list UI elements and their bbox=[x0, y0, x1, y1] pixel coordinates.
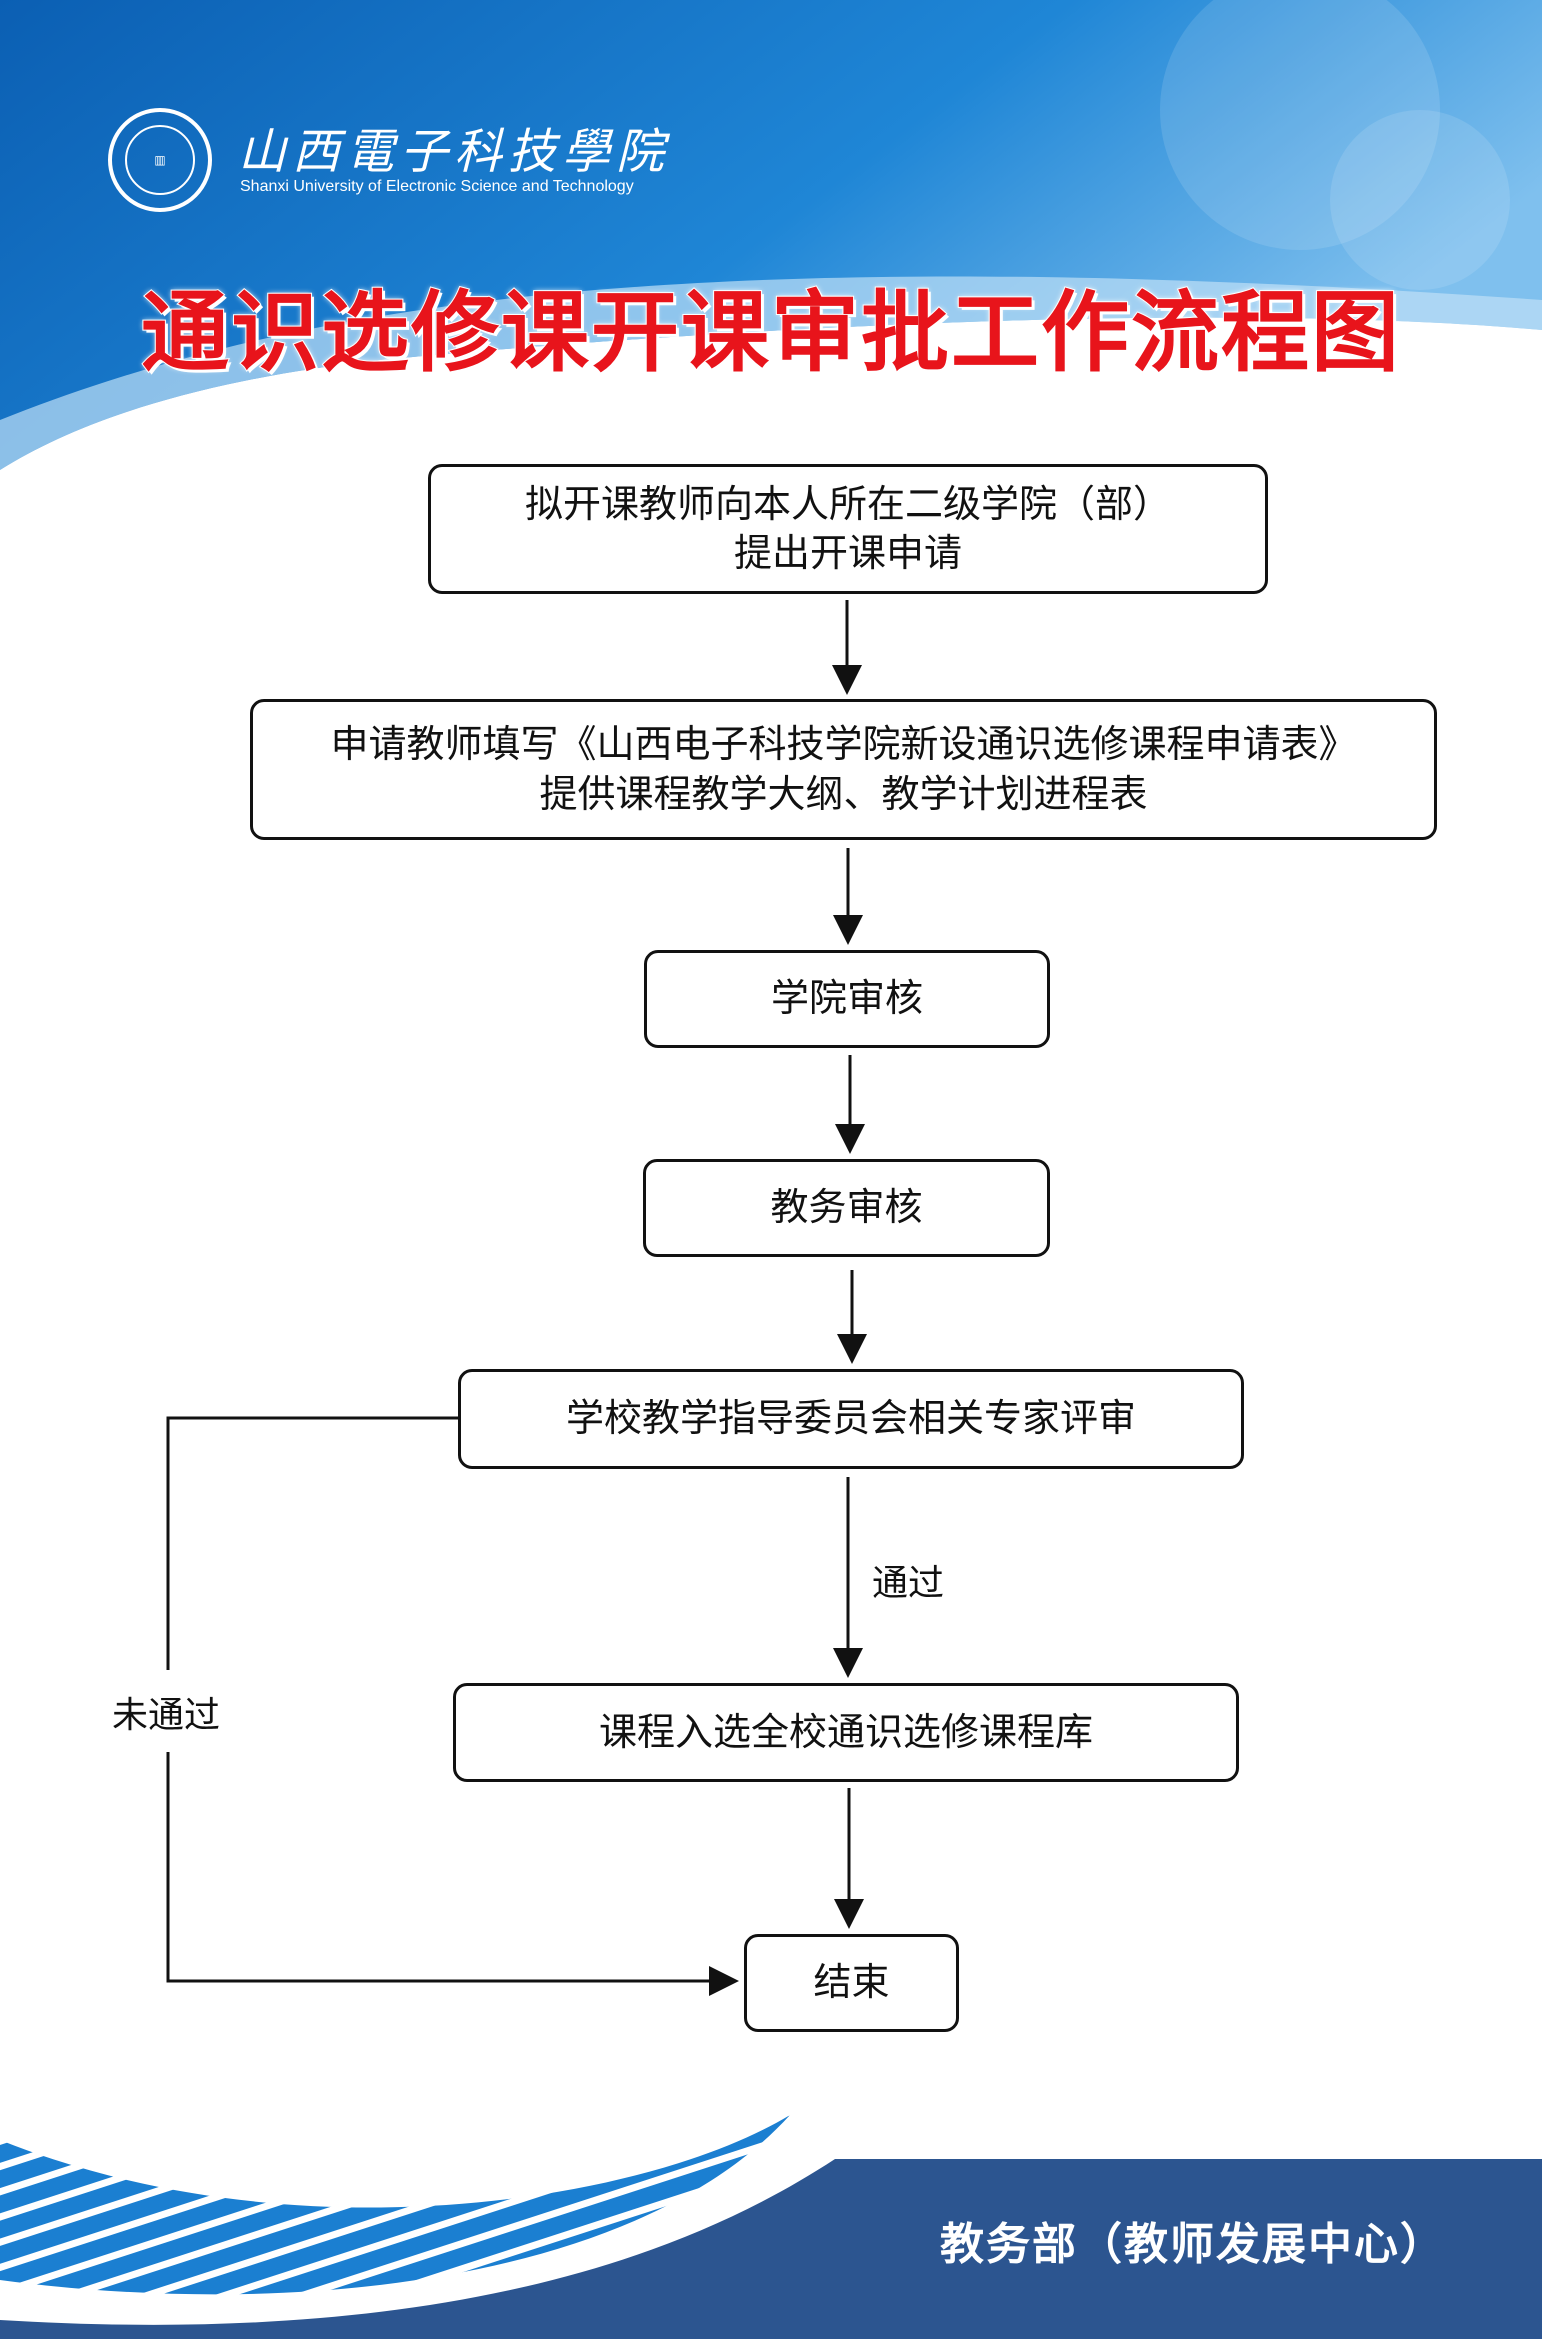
pass-label: 通过 bbox=[872, 1563, 945, 1604]
fail-line-top bbox=[166, 1416, 458, 1670]
step-apply-line1: 拟开课教师向本人所在二级学院（部） bbox=[524, 481, 1171, 526]
step-end: 结束 bbox=[744, 1934, 959, 2032]
step-course-library: 课程入选全校通识选修课程库 bbox=[453, 1683, 1239, 1782]
school-logo: ▥ bbox=[108, 108, 212, 212]
step-college-review: 学院审核 bbox=[644, 950, 1050, 1048]
step-apply: 拟开课教师向本人所在二级学院（部） 提出开课申请 bbox=[428, 464, 1268, 594]
step-fill-form-line1: 申请教师填写《山西电子科技学院新设通识选修课程申请表》 bbox=[330, 722, 1357, 767]
step-apply-line2: 提出开课申请 bbox=[733, 531, 962, 575]
footer-department: 教务部（教师发展中心） bbox=[940, 2219, 1446, 2270]
school-name-cn: 山西電子科技學院 bbox=[238, 124, 671, 180]
step-fill-form-line2: 提供课程教学大纲、教学计划进程表 bbox=[539, 771, 1148, 816]
fail-line-bottom bbox=[166, 1752, 739, 1996]
step-academic-review: 教务审核 bbox=[643, 1159, 1050, 1257]
step-fill-form: 申请教师填写《山西电子科技学院新设通识选修课程申请表》 提供课程教学大纲、教学计… bbox=[250, 699, 1437, 840]
step-expert-review: 学校教学指导委员会相关专家评审 bbox=[458, 1369, 1244, 1469]
school-name-en: Shanxi University of Electronic Science … bbox=[240, 178, 634, 195]
logo-emblem-icon: ▥ bbox=[125, 125, 195, 195]
fail-label: 未通过 bbox=[112, 1695, 221, 1736]
page-title: 通识选修课开课审批工作流程图 bbox=[140, 280, 1401, 385]
